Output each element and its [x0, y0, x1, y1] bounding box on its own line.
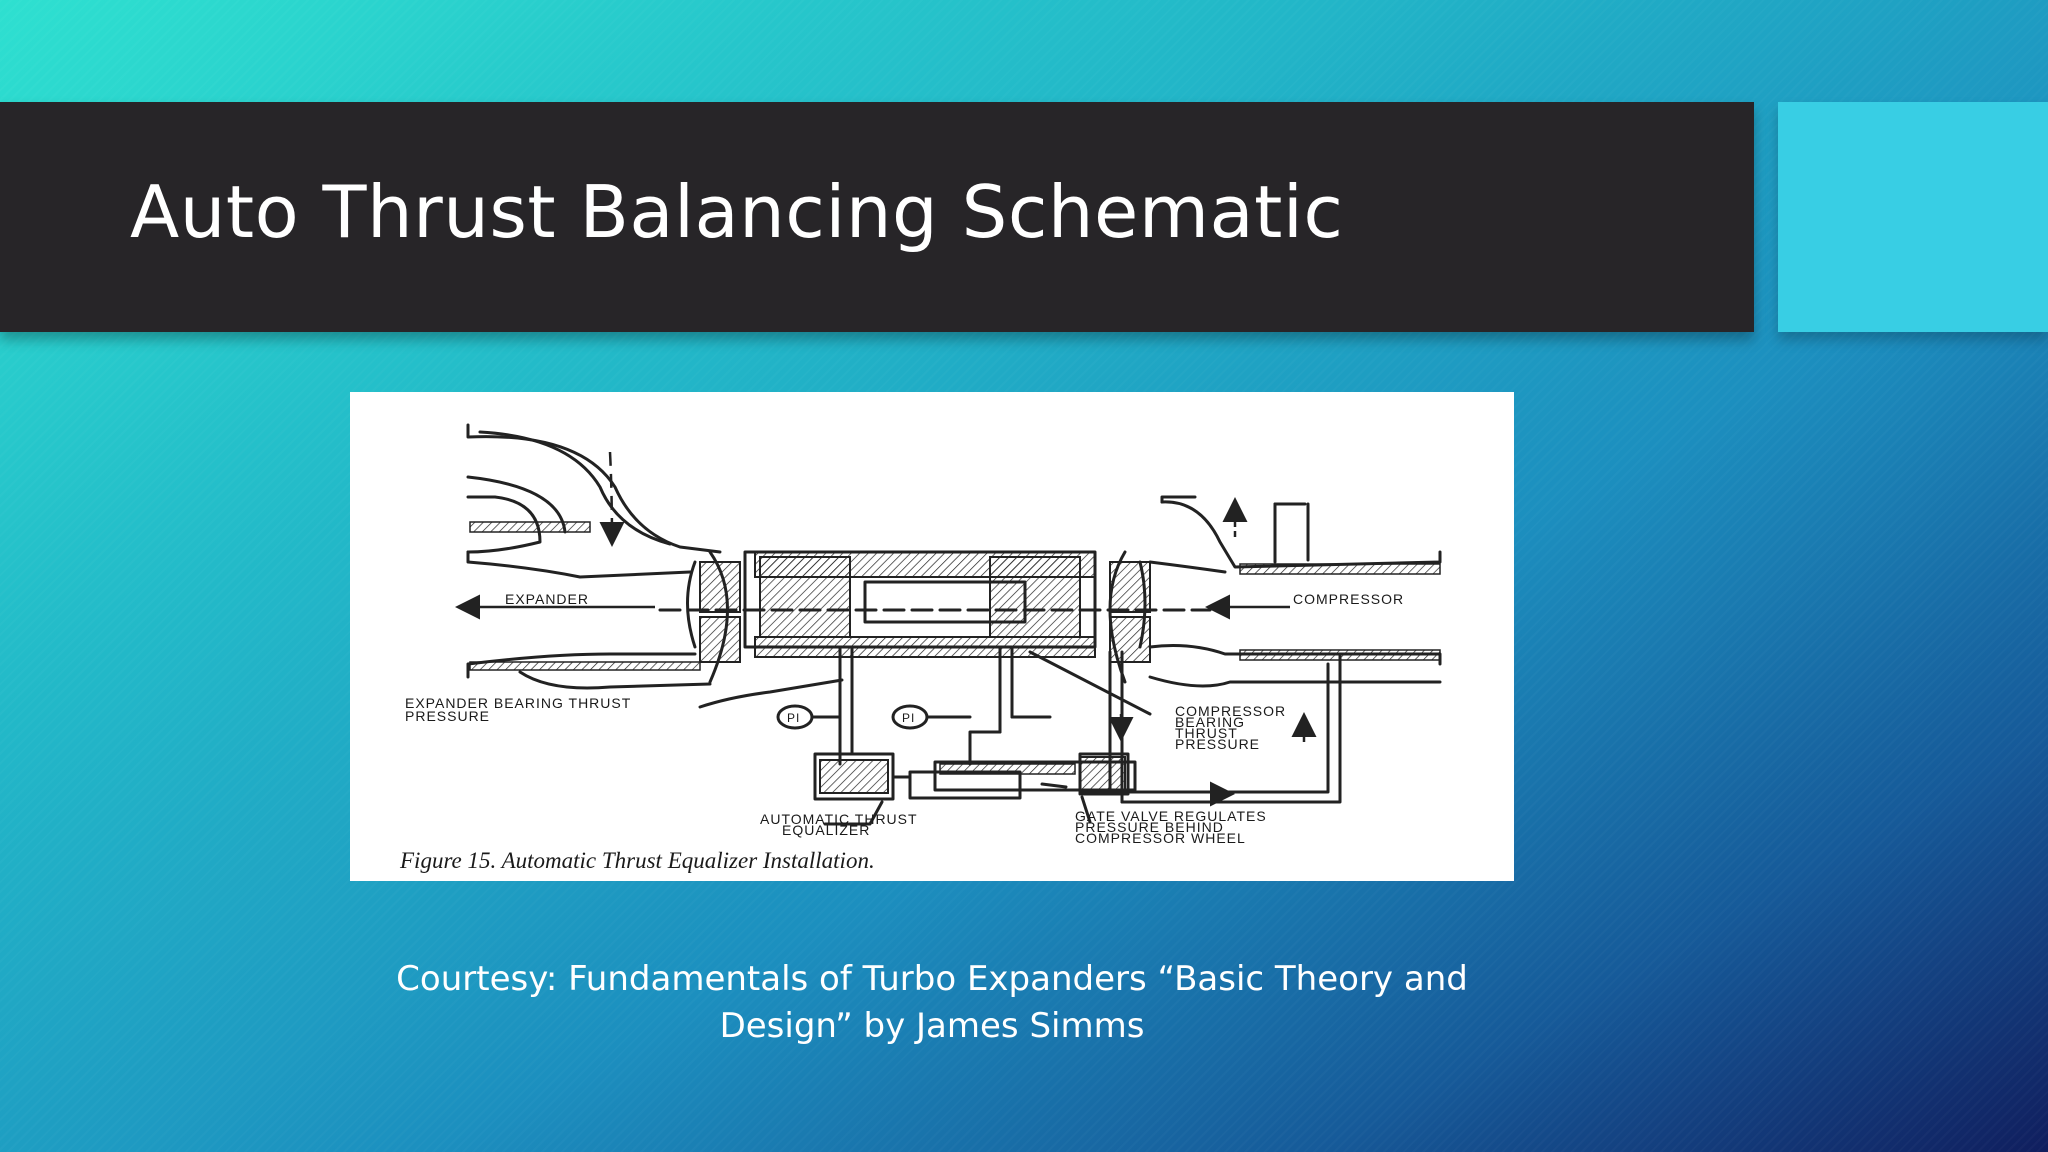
compressor-bearing-label-3: THRUST — [1175, 725, 1238, 741]
flow-arrows — [455, 451, 1317, 807]
title-bar — [0, 102, 1754, 332]
expander-bearing-label-2: PRESSURE — [405, 708, 490, 724]
courtesy-line-1: Courtesy: Fundamentals of Turbo Expander… — [396, 959, 1468, 999]
expander-bearing-label-1: EXPANDER BEARING THRUST — [405, 695, 631, 711]
equalizer-label-2: EQUALIZER — [782, 822, 870, 838]
compressor-bearing-label-2: BEARING — [1175, 714, 1245, 730]
pi-gauge-left: PI — [787, 711, 800, 725]
accent-block — [1778, 102, 2048, 332]
figure-caption: Figure 15. Automatic Thrust Equalizer In… — [399, 848, 875, 873]
pi-gauge-right: PI — [902, 711, 915, 725]
expander-label: EXPANDER — [505, 591, 589, 607]
courtesy-line-2: Design” by James Simms — [719, 1006, 1145, 1046]
slide-title: Auto Thrust Balancing Schematic — [130, 170, 1344, 254]
equalizer-label-1: AUTOMATIC THRUST — [760, 811, 918, 827]
courtesy-text: Courtesy: Fundamentals of Turbo Expander… — [330, 956, 1534, 1050]
thrust-equalizer-schematic: EXPANDER COMPRESSOR EXPANDER BEARING THR… — [399, 423, 1442, 873]
compressor-bearing-label-4: PRESSURE — [1175, 736, 1260, 752]
schematic-figure: EXPANDER COMPRESSOR EXPANDER BEARING THR… — [350, 392, 1514, 881]
gate-valve-label-2: PRESSURE BEHIND — [1075, 819, 1224, 835]
hatched-sections — [469, 521, 1441, 794]
gate-valve-label-1: GATE VALVE REGULATES — [1075, 808, 1267, 824]
compressor-bearing-label-1: COMPRESSOR — [1175, 703, 1286, 719]
gate-valve-label-3: COMPRESSOR WHEEL — [1075, 830, 1246, 846]
compressor-label: COMPRESSOR — [1293, 591, 1404, 607]
